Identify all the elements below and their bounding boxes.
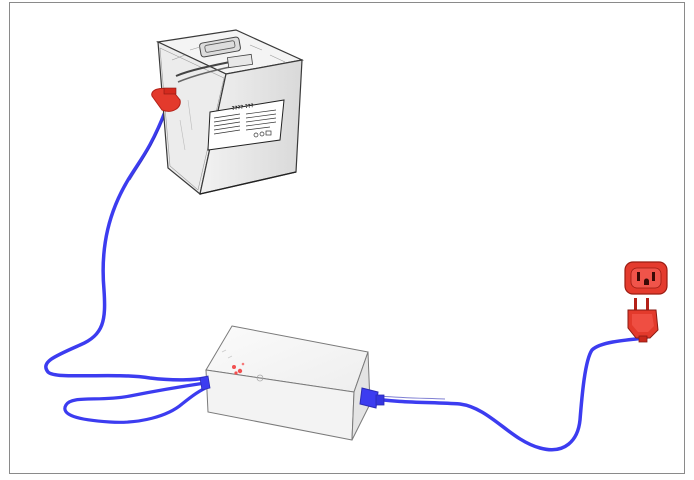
indicator-light <box>238 369 242 373</box>
charger-input-connector <box>360 388 384 408</box>
outlet-slot <box>637 272 640 281</box>
outlet-slot <box>652 272 655 281</box>
indicator-light <box>232 365 236 369</box>
indicator-light <box>234 371 237 374</box>
battery-pack: ???? ??? <box>158 30 302 194</box>
outlet-ground-hole <box>644 279 649 286</box>
indicator-light <box>242 363 245 366</box>
charger-output-connector <box>200 376 210 390</box>
wall-outlet <box>625 262 667 294</box>
charger-box <box>206 326 370 440</box>
battery-connector-plug <box>152 88 181 111</box>
power-plug <box>628 298 658 342</box>
charger-to-outlet-cable <box>368 338 646 450</box>
